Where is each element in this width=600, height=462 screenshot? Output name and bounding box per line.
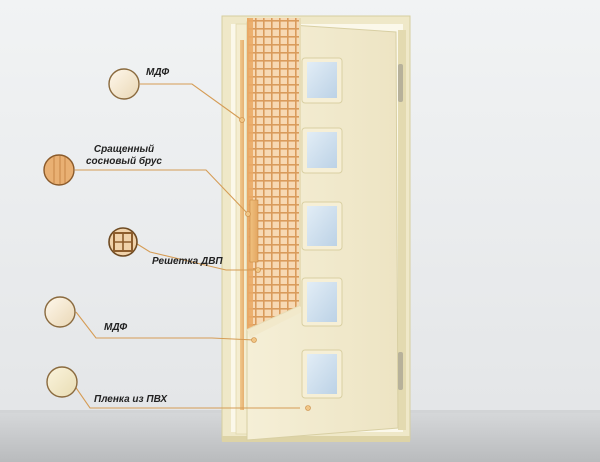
- pine-beam: [249, 199, 259, 263]
- fiberboard-grid-swatch-icon: [108, 227, 138, 257]
- label-pine-beam-line1: Сращенный: [93, 144, 155, 155]
- hinges: [398, 64, 403, 390]
- pvc-film-swatch-icon: [46, 366, 78, 398]
- mdf-swatch-icon: [44, 296, 76, 328]
- label-pine-beam-line2: сосновый брус: [85, 156, 162, 167]
- label-mdf-top: МДФ: [146, 67, 170, 78]
- leader-lines: [71, 83, 300, 409]
- pine-beam-swatch-icon: [43, 154, 75, 186]
- label-mdf-bottom: МДФ: [104, 322, 128, 333]
- label-pvc-film: Пленка из ПВХ: [94, 394, 168, 405]
- mdf-swatch-icon: [108, 68, 140, 100]
- label-fiberboard-grid: Решетка ДВП: [152, 256, 223, 267]
- door-windows: [301, 57, 343, 399]
- fiberboard-grid-layer: [247, 18, 300, 330]
